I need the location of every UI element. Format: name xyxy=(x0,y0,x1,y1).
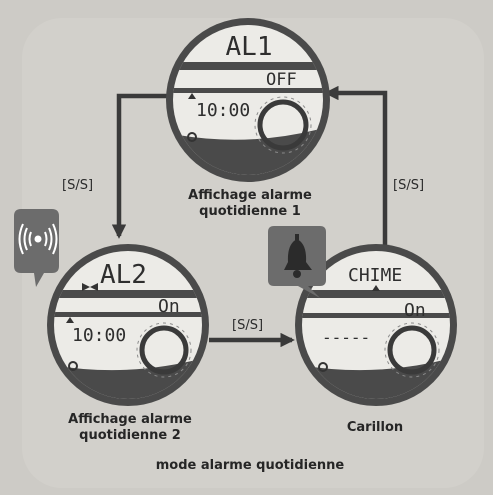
ss-label-left: [S/S] xyxy=(62,178,94,193)
caption-al1-line2: quotidienne 1 xyxy=(199,204,301,219)
triangle-indicator-icon xyxy=(188,93,196,99)
triangle-indicator-icon xyxy=(372,285,380,291)
al1-status-text: OFF xyxy=(266,70,297,90)
mode-dot-icon xyxy=(187,132,197,142)
al2-top-text: AL2 xyxy=(100,260,147,290)
caption-al2-line1: Affichage alarme xyxy=(68,412,192,427)
bell-icon xyxy=(268,226,326,298)
watch-al1 xyxy=(166,18,330,182)
caption-al2-line2: quotidienne 2 xyxy=(79,428,181,443)
chime-time-text: ----- xyxy=(322,328,371,347)
al1-time-text: 10:00 xyxy=(196,100,251,121)
alarm-on-icon xyxy=(82,283,98,291)
arrow-al1-to-al2 xyxy=(111,93,172,239)
al2-status-text: On xyxy=(158,296,180,317)
caption-al1: Affichage alarme quotidienne 1 xyxy=(150,188,350,220)
caption-al2: Affichage alarme quotidienne 2 xyxy=(30,412,230,444)
al2-time-text: 10:00 xyxy=(72,325,127,346)
chime-top-text: CHIME xyxy=(348,265,403,286)
mode-dot-icon xyxy=(318,362,328,372)
ss-label-middle: [S/S] xyxy=(232,318,264,333)
mode-dot-icon xyxy=(68,361,78,371)
caption-chime: Carillon xyxy=(300,420,450,436)
caption-chime-line1: Carillon xyxy=(346,420,404,435)
triangle-indicator-icon xyxy=(66,317,74,323)
ss-label-right: [S/S] xyxy=(393,178,425,193)
alarm-sound-icon xyxy=(14,209,59,287)
footer-caption: mode alarme quotidienne xyxy=(155,458,345,473)
caption-al1-line1: Affichage alarme xyxy=(188,188,312,203)
chime-status-text: On xyxy=(404,300,426,321)
arrow-chime-to-al1 xyxy=(324,85,388,245)
al1-top-text: AL1 xyxy=(225,32,273,62)
